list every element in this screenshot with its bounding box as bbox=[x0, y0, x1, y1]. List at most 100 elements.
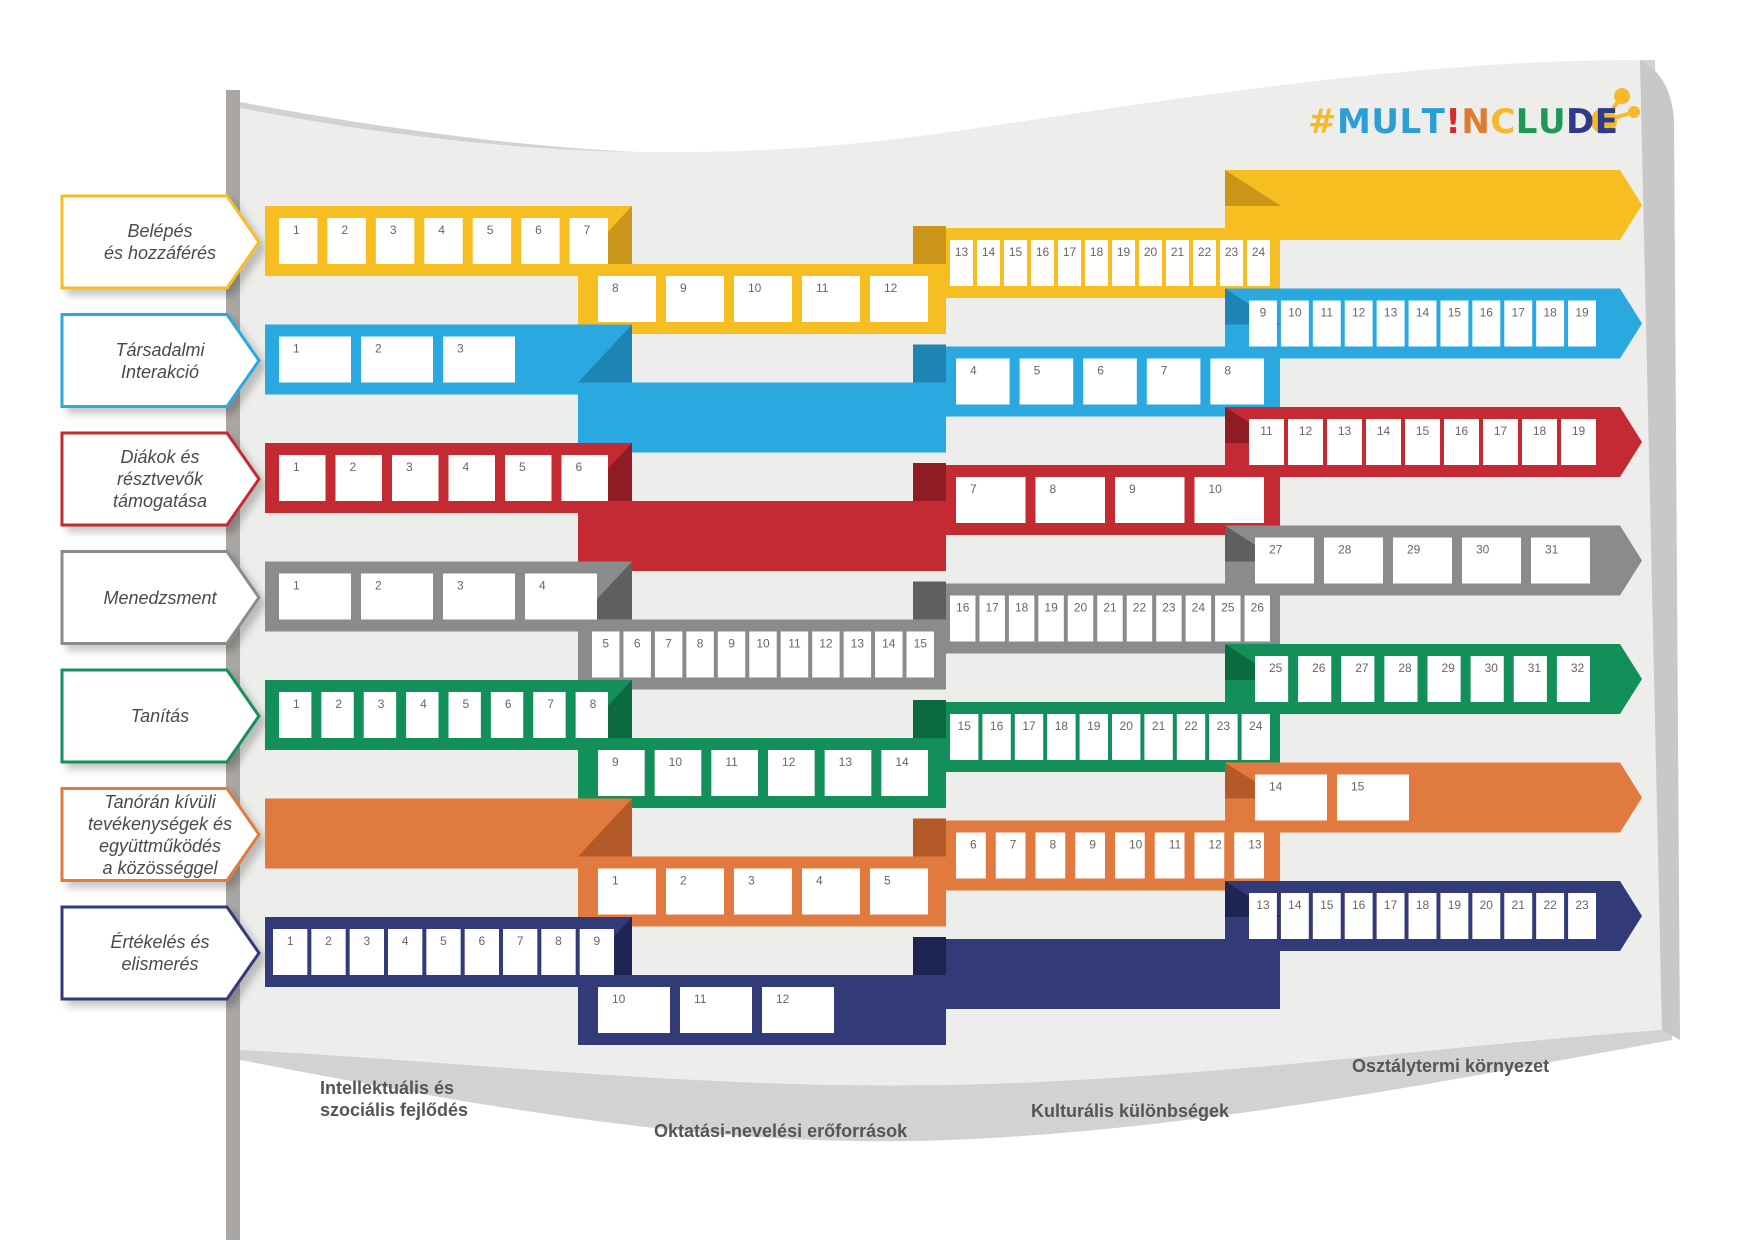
row-2-box bbox=[1440, 300, 1469, 347]
row-7-label: Értékelés és elismerés bbox=[110, 932, 210, 974]
row-4-box bbox=[1097, 595, 1123, 642]
row-2-box-number: 4 bbox=[970, 364, 977, 378]
row-2-box bbox=[1083, 358, 1137, 405]
row-2-box-number: 16 bbox=[1480, 306, 1494, 320]
row-1-box-number: 18 bbox=[1090, 245, 1104, 259]
row-5-box bbox=[575, 692, 608, 738]
row-6-box-number: 8 bbox=[1050, 838, 1057, 852]
row-2-fold-1 bbox=[578, 324, 632, 383]
row-5-box bbox=[1112, 714, 1141, 760]
logo-letter: L bbox=[1399, 102, 1422, 142]
row-4-box bbox=[1462, 537, 1521, 584]
row-5-box-number: 10 bbox=[669, 755, 683, 769]
row-1-box bbox=[1247, 240, 1270, 286]
row-4-box bbox=[906, 631, 934, 678]
row-7-box-number: 20 bbox=[1480, 898, 1494, 912]
row-7-box-number: 3 bbox=[363, 934, 370, 948]
row-4-box bbox=[812, 631, 840, 678]
row-5-box-number: 12 bbox=[782, 755, 796, 769]
row-5-box-number: 16 bbox=[990, 719, 1004, 733]
row-5-fold-2 bbox=[913, 700, 946, 738]
row-7-box bbox=[349, 929, 384, 975]
row-1-label-tag bbox=[60, 194, 261, 290]
category-label-1: Intellektuális és szociális fejlődés bbox=[320, 1078, 469, 1120]
row-4-box bbox=[443, 573, 515, 620]
row-5-box bbox=[1209, 714, 1238, 760]
row-1-box bbox=[375, 218, 415, 264]
row-5-box-number: 19 bbox=[1087, 719, 1101, 733]
row-5-box bbox=[279, 692, 312, 738]
row-5-box-number: 2 bbox=[335, 697, 342, 711]
row-1-box-number: 17 bbox=[1063, 245, 1077, 259]
row-1-box-number: 4 bbox=[438, 223, 445, 237]
row-1-box-number: 8 bbox=[612, 281, 619, 295]
row-5-box-number: 28 bbox=[1398, 661, 1412, 675]
row-3-box bbox=[1288, 419, 1323, 465]
row-5-box bbox=[950, 714, 979, 760]
row-5-box bbox=[1427, 656, 1461, 702]
row-5-box bbox=[1255, 656, 1289, 702]
row-1-fold-2 bbox=[913, 226, 946, 264]
row-4-box-number: 12 bbox=[819, 637, 833, 651]
row-7-box-number: 9 bbox=[593, 934, 600, 948]
logo-letter: # bbox=[1308, 102, 1337, 142]
row-4-label-tag bbox=[60, 550, 261, 645]
row-1-box-number: 23 bbox=[1225, 245, 1239, 259]
row-6-box-number: 4 bbox=[816, 874, 823, 888]
row-6-box-number: 13 bbox=[1248, 838, 1262, 852]
row-5-box-number: 18 bbox=[1055, 719, 1069, 733]
row-6-box bbox=[1115, 832, 1145, 879]
logo-letter: M bbox=[1337, 102, 1372, 142]
logo-letter: D bbox=[1566, 102, 1595, 142]
row-7-box-number: 18 bbox=[1416, 898, 1430, 912]
row-1-box bbox=[1139, 240, 1162, 286]
flag-edge-fold bbox=[1640, 60, 1680, 1040]
row-7-fold-2 bbox=[913, 937, 946, 975]
row-3-label-tag bbox=[60, 431, 261, 527]
row-1-box-number: 1 bbox=[293, 223, 300, 237]
row-4-box bbox=[1393, 537, 1452, 584]
row-4-box bbox=[361, 573, 433, 620]
row-4-box bbox=[749, 631, 777, 678]
row-4-box bbox=[979, 595, 1005, 642]
row-2-box-number: 6 bbox=[1097, 364, 1104, 378]
row-1-box-number: 3 bbox=[390, 223, 397, 237]
row-3-segment-2 bbox=[578, 501, 946, 571]
row-4-box-number: 8 bbox=[697, 637, 704, 651]
row-4-box-number: 1 bbox=[293, 579, 300, 593]
logo-letter: N bbox=[1461, 102, 1491, 142]
row-7-box bbox=[579, 929, 614, 975]
row-3-box bbox=[335, 455, 382, 501]
row-2-segment-2 bbox=[578, 382, 946, 453]
row-1-box-number: 11 bbox=[816, 281, 829, 295]
row-5-box-number: 1 bbox=[293, 697, 300, 711]
row-6-box-number: 1 bbox=[612, 874, 619, 888]
row-5-box-number: 13 bbox=[839, 755, 853, 769]
row-5-box bbox=[982, 714, 1011, 760]
row-5-box bbox=[1384, 656, 1418, 702]
row-5-box-number: 6 bbox=[505, 697, 512, 711]
row-4-box-number: 25 bbox=[1221, 601, 1235, 615]
row-2-box-number: 18 bbox=[1543, 306, 1557, 320]
row-4-box-number: 6 bbox=[634, 637, 641, 651]
row-3-box-number: 18 bbox=[1533, 424, 1547, 438]
row-3-box-number: 16 bbox=[1455, 424, 1469, 438]
row-3-box bbox=[956, 477, 1026, 523]
row-1-box bbox=[1004, 240, 1027, 286]
row-2-box-number: 19 bbox=[1575, 306, 1589, 320]
row-3-box-number: 10 bbox=[1209, 482, 1223, 496]
row-1-box bbox=[1112, 240, 1135, 286]
row-1-label: Belépés és hozzáférés bbox=[103, 221, 217, 263]
row-5-label-tag bbox=[60, 668, 261, 764]
row-3-box bbox=[1366, 419, 1401, 465]
row-6-segment-4 bbox=[1225, 762, 1642, 833]
row-4-box-number: 18 bbox=[1015, 601, 1029, 615]
row-4-box bbox=[1156, 595, 1182, 642]
row-2-box bbox=[1376, 300, 1405, 347]
row-1-box-number: 12 bbox=[884, 281, 898, 295]
row-4-box bbox=[1185, 595, 1212, 642]
row-4-box bbox=[623, 631, 651, 678]
row-1-box-number: 13 bbox=[955, 245, 969, 259]
row-2-box bbox=[956, 358, 1010, 405]
